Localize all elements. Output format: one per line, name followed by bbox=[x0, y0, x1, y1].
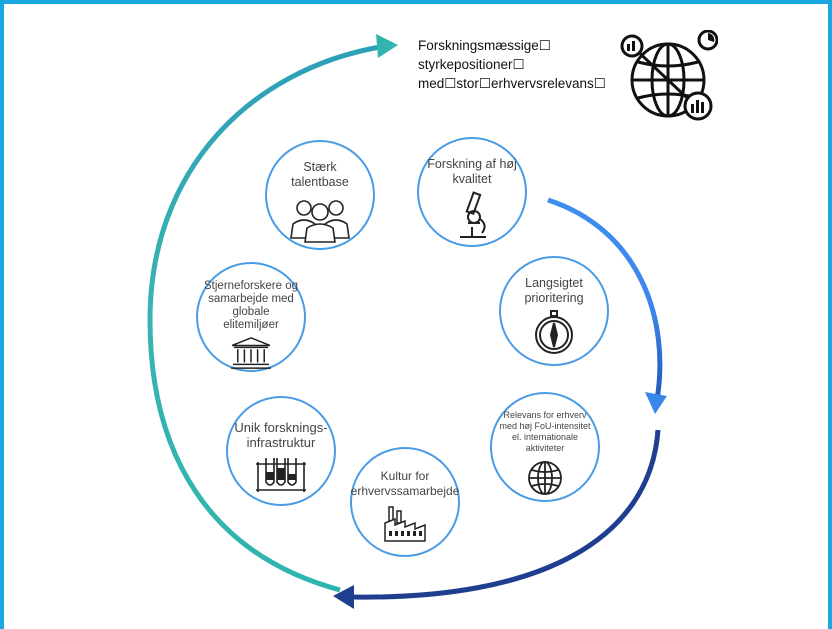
node-label: Relevans for erhverv med høj FoU-intensi… bbox=[499, 410, 591, 453]
node-label: Unik forsknings-infrastruktur bbox=[234, 420, 328, 450]
globe-icon bbox=[528, 461, 562, 495]
bottom-arrowhead bbox=[333, 585, 354, 609]
microscope-icon bbox=[460, 191, 486, 238]
node-label: Stjerneforskere og samarbejde med global… bbox=[204, 280, 298, 331]
institution-icon bbox=[231, 337, 271, 369]
node-star-researchers: Stjerneforskere og samarbejde med global… bbox=[196, 262, 306, 372]
node-research-quality: Forskning af høj kvalitet bbox=[417, 137, 527, 247]
people-icon bbox=[290, 200, 350, 243]
node-label: Forskning af høj kvalitet bbox=[427, 157, 517, 186]
node-long-term-priority: Langsigtet prioritering bbox=[499, 256, 609, 366]
right-arrowhead bbox=[645, 392, 667, 414]
test-tubes-icon bbox=[256, 458, 306, 492]
node-label: Stærk talentbase bbox=[291, 160, 349, 189]
diagram-title: Forskningsmæssige☐ styrkepositioner☐ med… bbox=[418, 36, 618, 93]
bottom-arc-arrow bbox=[351, 429, 661, 600]
node-research-infrastructure: Unik forsknings-infrastruktur bbox=[226, 396, 336, 506]
node-label: Kultur for erhvervssamarbejde bbox=[350, 469, 460, 498]
node-business-relevance: Relevans for erhverv med høj FoU-intensi… bbox=[490, 392, 600, 502]
node-talent-base: Stærk talentbase bbox=[265, 140, 375, 250]
top-arrowhead bbox=[376, 34, 398, 58]
title-line-2: styrkepositioner☐ bbox=[418, 57, 525, 72]
globe-chart-icon bbox=[620, 30, 718, 121]
compass-icon bbox=[535, 310, 573, 354]
title-line-3: med☐stor☐erhvervsrelevans☐ bbox=[418, 76, 606, 91]
title-line-1: Forskningsmæssige☐ bbox=[418, 38, 551, 53]
factory-icon bbox=[384, 506, 426, 542]
left-arc-arrow bbox=[147, 44, 381, 593]
node-business-collaboration: Kultur for erhvervssamarbejde bbox=[350, 447, 460, 557]
node-label: Langsigtet prioritering bbox=[524, 276, 584, 305]
right-arc-arrow bbox=[547, 197, 663, 401]
